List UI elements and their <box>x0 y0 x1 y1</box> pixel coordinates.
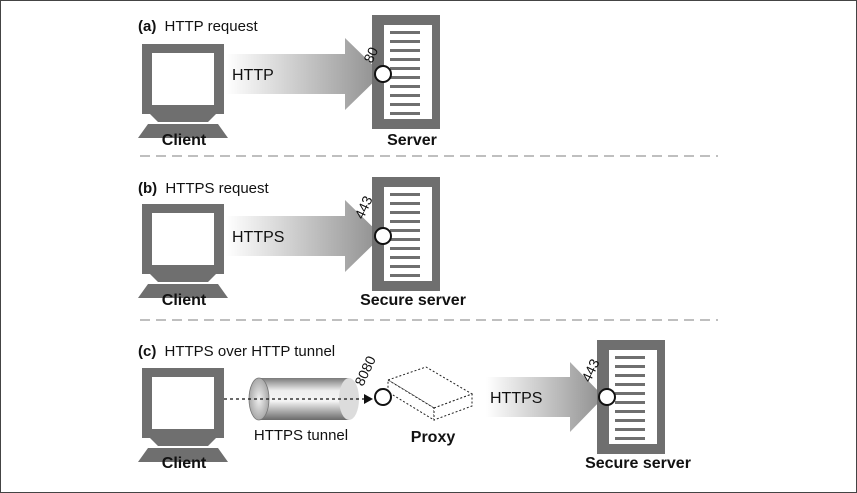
server-label: Server <box>387 132 437 149</box>
panel-c-title: (c) HTTPS over HTTP tunnel <box>138 343 335 360</box>
panel-a-title-text: HTTP request <box>165 18 259 35</box>
tunnel-label: HTTPS tunnel <box>254 427 348 444</box>
https-arrow <box>226 200 382 272</box>
client-computer-icon <box>138 204 228 298</box>
panel-a-title: (a) HTTP request <box>138 18 258 35</box>
client-label: Client <box>162 292 207 309</box>
client-computer-icon <box>138 44 228 138</box>
port-circle <box>374 388 392 406</box>
client-label: Client <box>162 455 207 472</box>
port-circle <box>598 388 616 406</box>
proxy-box-icon <box>386 366 474 421</box>
server-label: Secure server <box>360 292 466 309</box>
panel-b: (b) HTTPS request Client HTTPS 443 Secur… <box>138 177 466 309</box>
client-label: Client <box>162 132 207 149</box>
proxy-port-label: 8080 <box>351 353 379 388</box>
tunnel-arrowhead <box>364 394 373 404</box>
server-label: Secure server <box>585 455 691 472</box>
arrow-label: HTTPS <box>232 229 284 246</box>
panel-c-title-text: HTTPS over HTTP tunnel <box>165 343 336 360</box>
panel-b-title: (b) HTTPS request <box>138 180 270 197</box>
panel-a: (a) HTTP request Client HTTP 80 Server <box>138 15 440 149</box>
panel-b-title-text: HTTPS request <box>165 180 269 197</box>
http-arrow <box>226 38 382 110</box>
panel-b-letter: (b) <box>138 180 157 197</box>
port-label: 80 <box>360 44 381 65</box>
arrow-label: HTTP <box>232 67 274 84</box>
panel-c: (c) HTTPS over HTTP tunnel Client HTTPS … <box>138 340 691 472</box>
arrow-label: HTTPS <box>490 390 542 407</box>
port-circle <box>374 227 392 245</box>
port-circle <box>374 65 392 83</box>
https-arrow <box>486 362 604 432</box>
panel-c-letter: (c) <box>138 343 156 360</box>
client-computer-icon <box>138 368 228 462</box>
panel-a-letter: (a) <box>138 18 156 35</box>
proxy-label: Proxy <box>411 429 456 446</box>
